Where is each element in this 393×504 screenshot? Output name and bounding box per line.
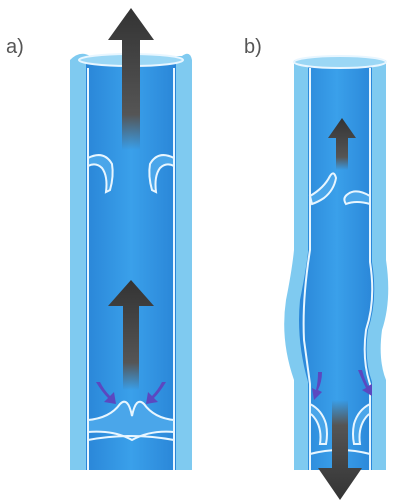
vein-b-top-opening [294, 56, 386, 68]
vein-a [70, 8, 192, 470]
vein-b [284, 56, 388, 500]
